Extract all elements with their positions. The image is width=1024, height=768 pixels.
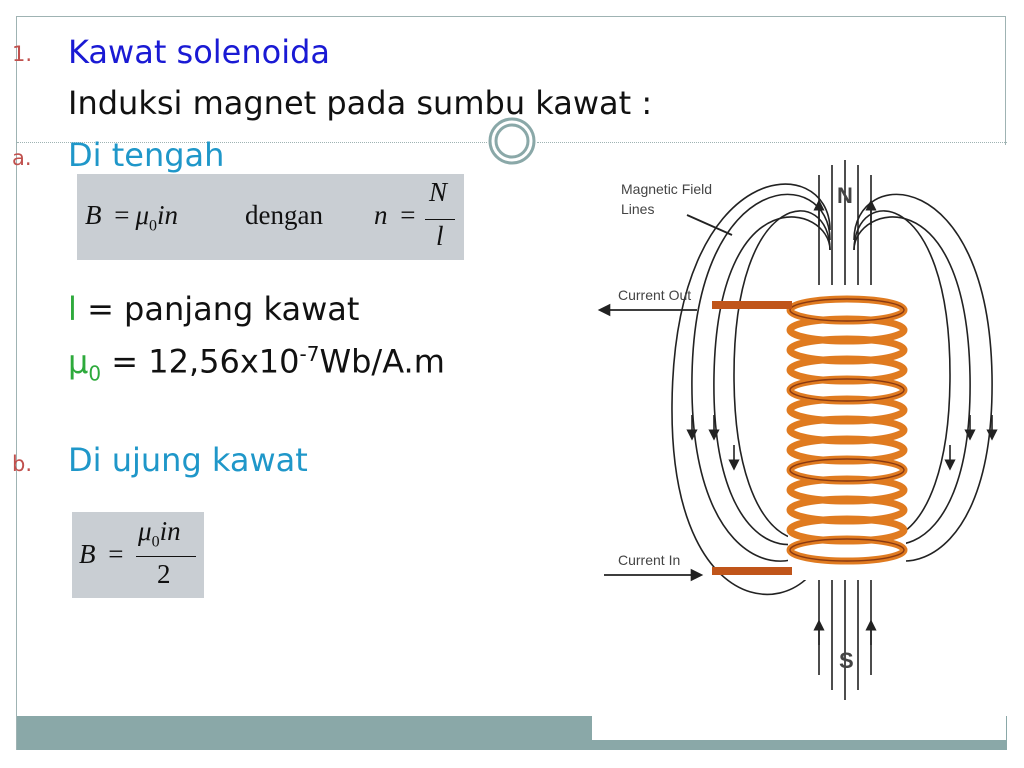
formula-end-lhs: B — [79, 539, 96, 569]
formula-center-eq2: = — [400, 200, 416, 230]
heading-kawat-solenoida: Kawat solenoida — [68, 33, 331, 71]
label-south-pole: S — [839, 648, 854, 673]
formula-end-lhs-expression: B = — [79, 539, 123, 570]
definition-mu-exponent: -7 — [299, 342, 320, 366]
formula-end-fraction-bar — [136, 556, 196, 557]
formula-end-denominator: 2 — [157, 559, 171, 589]
definition-mu-symbol: μ0 — [68, 342, 102, 386]
formula-end-box: B = μ0in 2 — [72, 512, 204, 598]
heading-di-ujung-kawat: Di ujung kawat — [68, 441, 308, 479]
definition-l: l = panjang kawat — [68, 290, 359, 328]
list-number-1: 1. — [12, 42, 33, 66]
label-north-pole: N — [837, 183, 853, 208]
formula-center-denominator: l — [436, 221, 444, 251]
formula-center-lhs: B — [85, 200, 102, 230]
formula-center-box: B =μ0in dengan n = N l — [77, 174, 464, 260]
label-current-out: Current Out — [618, 287, 691, 303]
list-marker-b: b. — [12, 452, 33, 476]
decorative-ring-icon — [488, 117, 536, 165]
list-marker-a: a. — [12, 146, 32, 170]
formula-end-eq: = — [108, 539, 124, 569]
formula-center-fraction-bar — [425, 219, 455, 220]
solenoid-field-illustration: Magnetic Field Lines Current Out Current… — [597, 160, 998, 700]
divider-line-left — [17, 142, 487, 143]
formula-center-eq: = — [114, 200, 130, 230]
formula-center-expression: B =μ0in — [85, 200, 178, 235]
definition-mu: μ0 = 12,56x10-7Wb/A.m — [68, 342, 445, 385]
formula-center-mu: μ — [135, 200, 150, 230]
definition-mu-text: = 12,56x10 — [101, 342, 300, 381]
solenoid-coil — [712, 285, 908, 580]
formula-center-mu-sub: 0 — [149, 217, 158, 235]
formula-center-numerator: N — [429, 177, 448, 207]
label-current-in: Current In — [618, 552, 680, 568]
formula-center-n-expression: n = — [374, 200, 415, 231]
definition-mu-unit: Wb/A.m — [319, 342, 445, 381]
divider-line-right — [537, 142, 1007, 143]
formula-center-connector: dengan — [245, 200, 323, 230]
solenoid-diagram: Magnetic Field Lines Current Out Current… — [592, 145, 1006, 740]
subheading-induksi-magnet: Induksi magnet pada sumbu kawat : — [68, 84, 653, 122]
heading-di-tengah: Di tengah — [68, 136, 225, 174]
formula-center-rhs: in — [157, 200, 179, 230]
label-field-lines-1: Magnetic Field — [621, 181, 712, 197]
definition-l-symbol: l — [68, 290, 77, 328]
formula-center-n: n — [374, 200, 388, 230]
definition-l-text: = panjang kawat — [76, 290, 360, 328]
label-field-lines-2: Lines — [621, 201, 654, 217]
formula-end-numerator: μ0in — [138, 516, 181, 551]
